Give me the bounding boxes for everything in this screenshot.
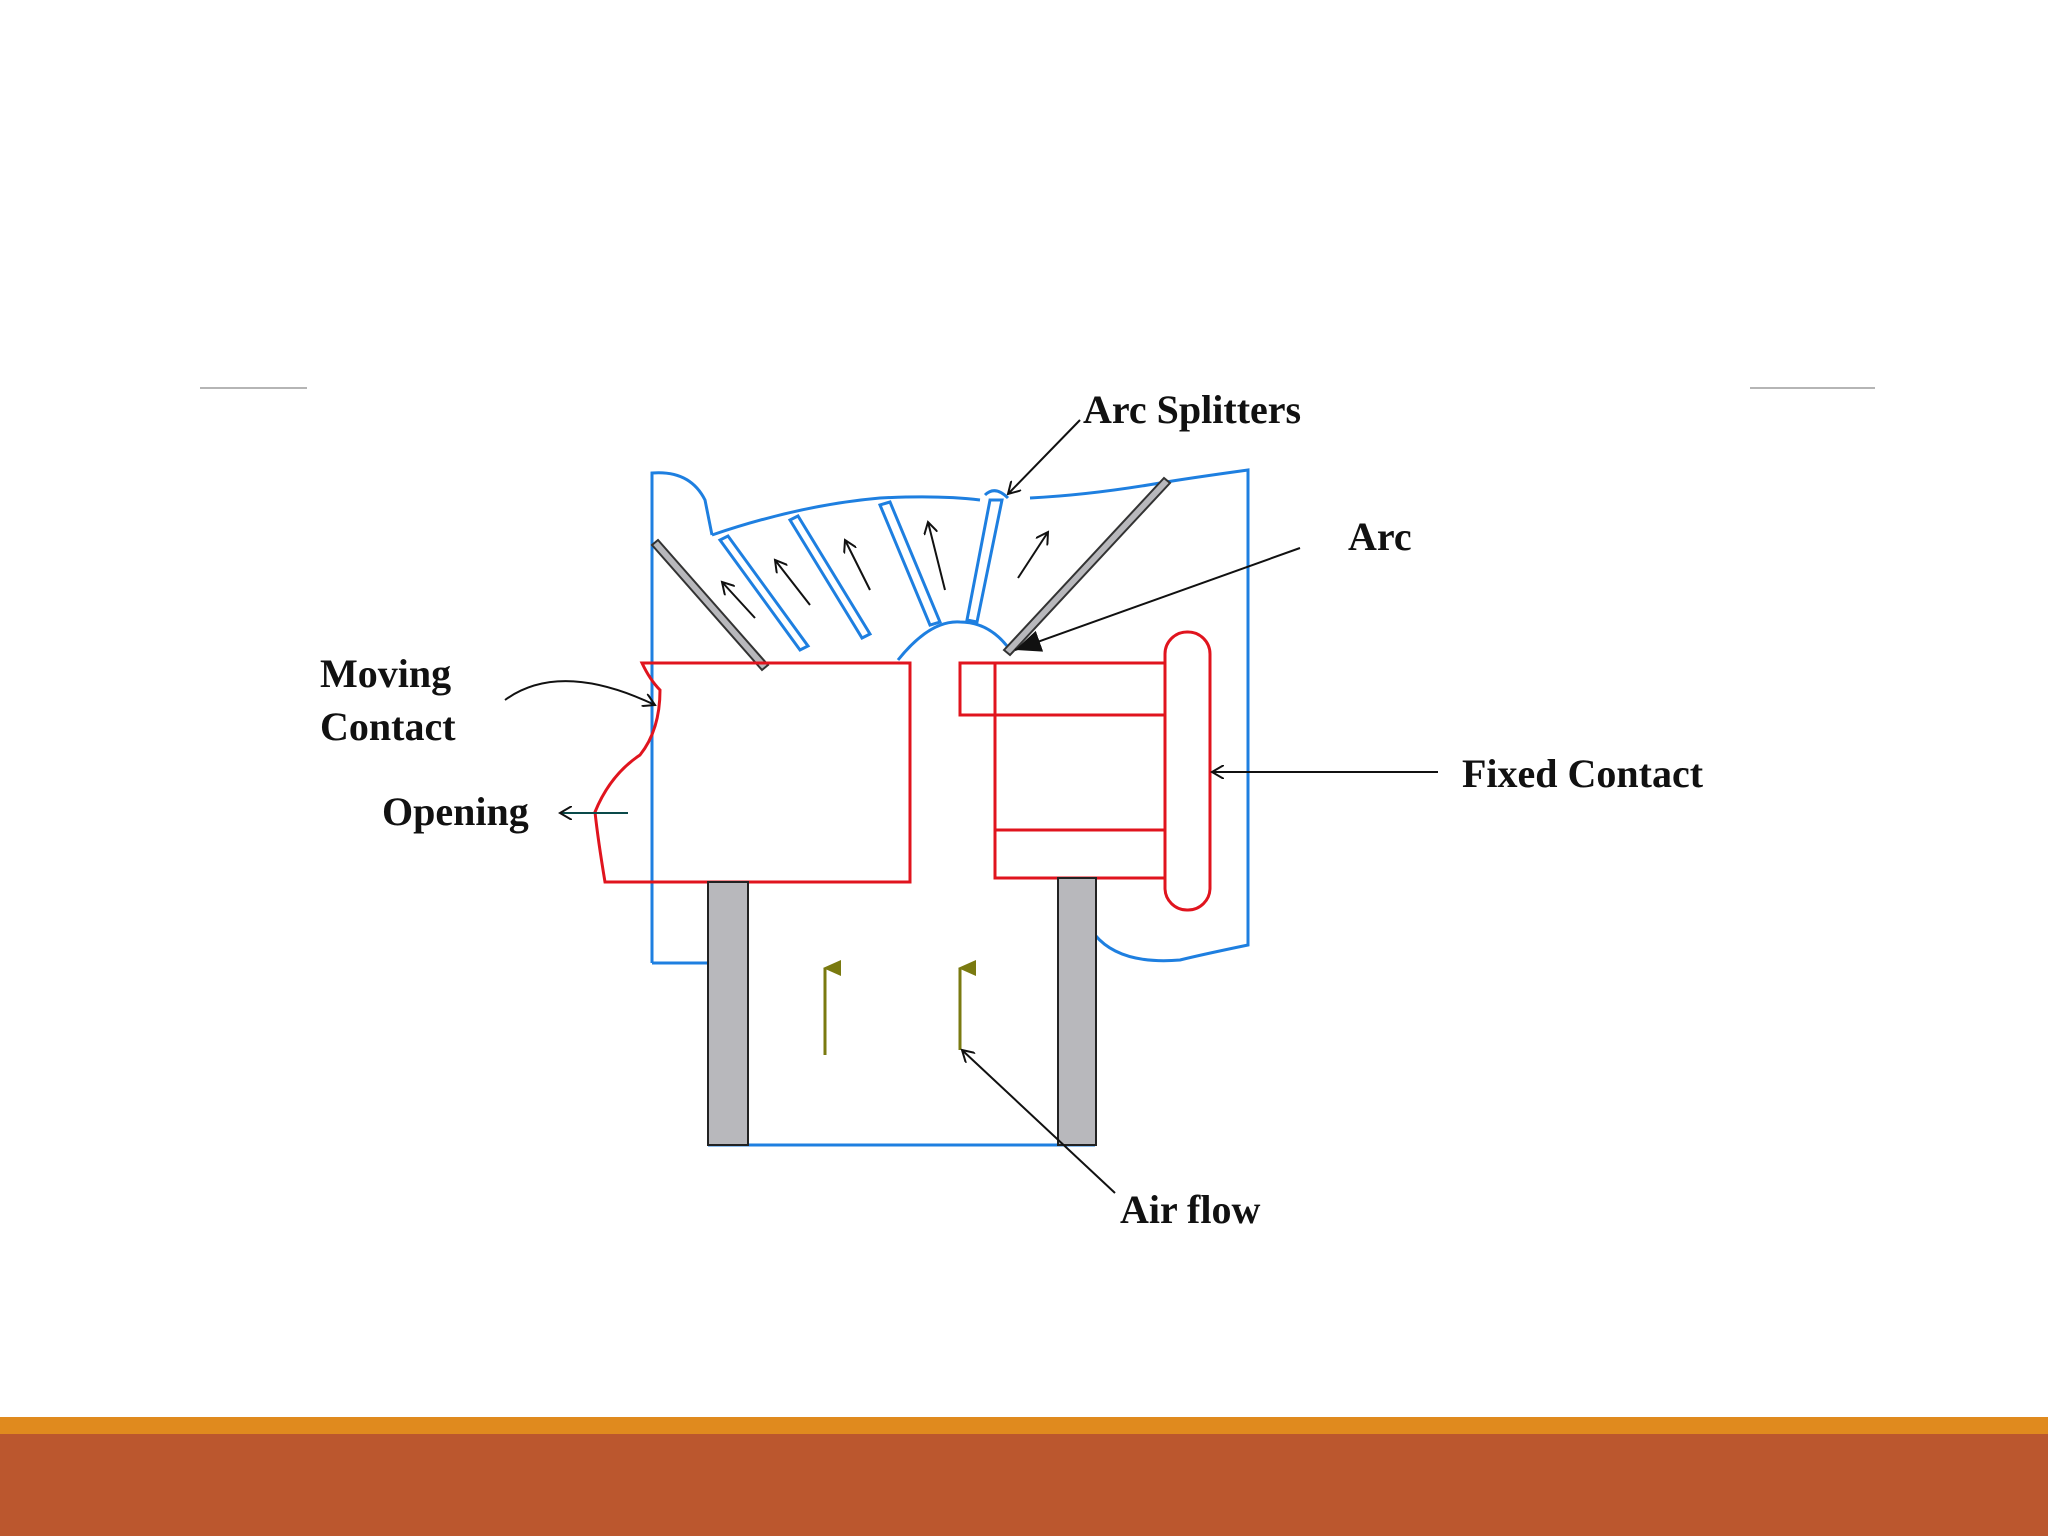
label-arc-splitters: Arc Splitters: [1083, 387, 1301, 432]
label-moving-contact-line1: Moving: [320, 651, 451, 696]
splitter-plate: [965, 498, 1004, 624]
leader-arc-splitters: [1008, 419, 1081, 494]
decorative-rule-left: [200, 387, 307, 389]
fixed-contact-tip: [958, 661, 1167, 717]
chute-top-edge-right: [1029, 468, 1250, 963]
decorative-rule-right: [1750, 387, 1875, 389]
chute-left-wall: [650, 471, 714, 963]
insulator-right: [1057, 877, 1097, 1146]
label-moving-contact-line2: Contact: [320, 704, 456, 749]
diagram-labels: Arc Splitters Arc Moving Contact Opening…: [320, 387, 1704, 1232]
splitter-plate-top-knob: [983, 489, 1010, 500]
label-arc: Arc: [1348, 514, 1412, 559]
label-fixed-contact: Fixed Contact: [1462, 751, 1704, 796]
deflector-right: [1002, 476, 1172, 657]
arc-chute-outline: [650, 468, 1250, 1147]
chute-top-edge: [711, 495, 981, 537]
deflector-left: [650, 538, 770, 672]
lower-insulators: [707, 877, 1097, 1146]
label-air-flow: Air flow: [1120, 1187, 1260, 1232]
fixed-contact-body: [993, 661, 1167, 880]
gas-arrow: [1017, 532, 1048, 579]
insulator-left: [707, 881, 749, 1146]
gas-arrow: [775, 560, 811, 606]
gas-arrow: [845, 540, 871, 591]
splitter-plate: [787, 514, 873, 640]
gas-flow-arrows: [722, 522, 1048, 619]
footer-band: [0, 1434, 2048, 1536]
leader-moving-contact: [504, 680, 655, 705]
label-opening: Opening: [382, 789, 529, 834]
splitter-plate: [877, 500, 943, 627]
fixed-contact: [958, 630, 1212, 912]
leader-air-flow: [962, 1050, 1116, 1194]
moving-contact: [593, 661, 912, 884]
footer-accent-band: [0, 1417, 2048, 1434]
gas-arrow: [928, 522, 946, 591]
arc-dome: [896, 620, 1012, 661]
fixed-contact-terminal: [1163, 630, 1212, 912]
leader-arc: [1014, 547, 1301, 652]
air-flow-arrows: [823, 960, 976, 1055]
gas-arrow: [722, 582, 756, 619]
arc-splitter-plates: [717, 489, 1010, 652]
splitter-plate: [717, 534, 811, 652]
leader-lines: [504, 419, 1438, 1194]
side-deflector-plates: [650, 476, 1172, 672]
